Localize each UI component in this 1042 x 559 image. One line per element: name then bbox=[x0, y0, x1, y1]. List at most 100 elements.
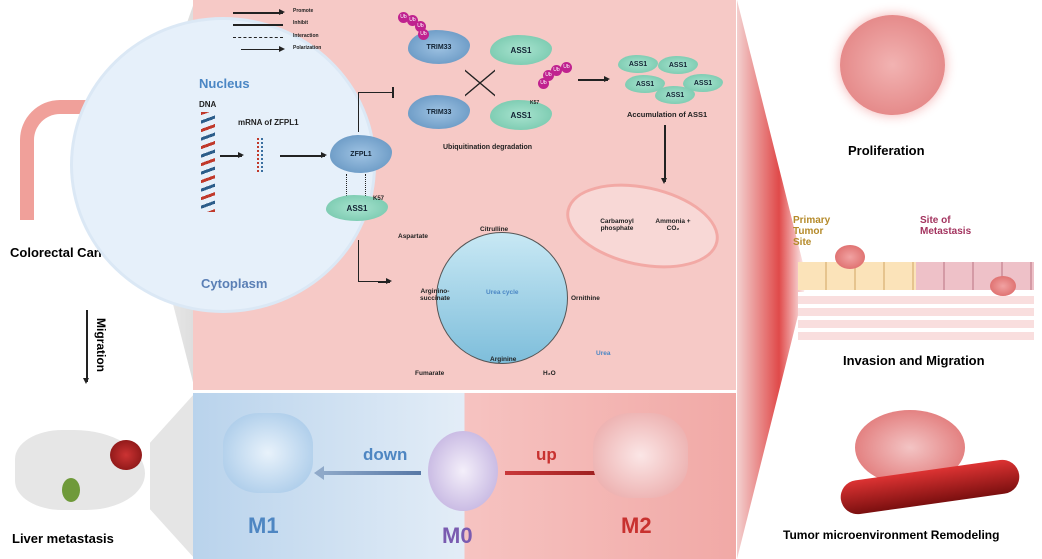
colorectal-cancer-label: Colorectal Cancer bbox=[10, 245, 122, 260]
mrna-to-zfpl1-arrow bbox=[280, 152, 327, 158]
zfpl1-protein: ZFPL1 bbox=[330, 135, 392, 173]
m1-label: M1 bbox=[248, 513, 279, 538]
promote-urea-arrow bbox=[378, 278, 392, 284]
ass1-cluster: ASS1 bbox=[683, 74, 723, 92]
ub-icon: Ub bbox=[543, 70, 554, 81]
legend-interaction: Interaction bbox=[293, 33, 319, 39]
m2-label: M2 bbox=[621, 513, 652, 538]
legend-inhibit-line bbox=[233, 24, 283, 26]
ub-icon: Ub bbox=[415, 21, 426, 32]
ass1-label: ASS1 bbox=[668, 61, 688, 69]
ass1-label: ASS1 bbox=[346, 203, 368, 213]
gallbladder-icon bbox=[62, 478, 80, 502]
migration-label: Migration bbox=[94, 318, 108, 372]
exchange-arrows bbox=[465, 66, 495, 100]
mechanism-panel: Promote Inhibit Interaction Polarization… bbox=[73, 0, 736, 390]
trim33-label: TRIM33 bbox=[426, 43, 452, 51]
down-arrowhead bbox=[314, 466, 324, 480]
ub-icon: Ub bbox=[538, 78, 549, 89]
urea-cycle-circle bbox=[436, 232, 568, 364]
epithelium-metastasis bbox=[916, 262, 1034, 290]
ornithine-label: Ornithine bbox=[571, 295, 600, 302]
k57-label: K57 bbox=[530, 100, 540, 106]
fumarate-label: Fumarate bbox=[415, 370, 445, 377]
down-label: down bbox=[363, 445, 408, 464]
accumulation-down-arrow bbox=[661, 125, 667, 184]
tme-label: Tumor microenvironment Remodeling bbox=[783, 528, 1000, 542]
nucleus bbox=[73, 20, 373, 310]
migration-arrow bbox=[83, 310, 89, 384]
legend-polarization-arrow bbox=[241, 46, 285, 52]
proliferation-icon bbox=[840, 15, 945, 115]
macrophage-panel: M1 down M0 up M2 bbox=[193, 393, 736, 559]
mrna-icon bbox=[257, 138, 263, 172]
trim33-protein-bottom: TRIM33 bbox=[408, 95, 470, 129]
ass1-protein-ubiquitinated: ASS1 bbox=[490, 100, 552, 130]
ub-icon: Ub bbox=[551, 65, 562, 76]
accumulation-arrow bbox=[578, 76, 610, 82]
ass1-protein-bound: ASS1 bbox=[326, 195, 388, 221]
invasion-label: Invasion and Migration bbox=[843, 353, 985, 368]
interaction-dotted bbox=[346, 174, 366, 196]
ub-icon: Ub bbox=[407, 15, 418, 26]
ass1-label: ASS1 bbox=[628, 60, 648, 68]
ass1-cluster: ASS1 bbox=[618, 55, 658, 73]
legend-promote-arrow bbox=[233, 9, 285, 15]
connector-right bbox=[737, 0, 807, 559]
nucleus-label: Nucleus bbox=[199, 76, 250, 91]
h2o-label: H₂O bbox=[543, 370, 556, 377]
k57-label: K57 bbox=[373, 196, 385, 202]
connector-left-bottom bbox=[150, 393, 195, 559]
ass1-label: ASS1 bbox=[693, 79, 713, 87]
ub-icon: Ub bbox=[561, 62, 572, 73]
m1-cluster-icon bbox=[223, 413, 313, 493]
inhibit-bar bbox=[392, 87, 394, 98]
ubiquitination-label: Ubiquitination degradation bbox=[443, 144, 533, 151]
arginine-label: Arginine bbox=[490, 356, 517, 363]
down-arrow bbox=[321, 471, 421, 475]
dna-label: DNA bbox=[199, 100, 217, 109]
invading-cells bbox=[835, 245, 865, 269]
legend-polarization: Polarization bbox=[293, 45, 322, 51]
ass1-label: ASS1 bbox=[510, 45, 532, 55]
zfpl1-label: ZFPL1 bbox=[350, 150, 372, 158]
liver-metastasis-label: Liver metastasis bbox=[12, 531, 114, 546]
dna-helix-icon bbox=[201, 112, 215, 212]
dna-to-mrna-arrow bbox=[220, 152, 244, 158]
ass1-protein-top: ASS1 bbox=[490, 35, 552, 65]
urea-label: Urea bbox=[596, 350, 611, 357]
carbamoyl-label: Carbamoyl phosphate bbox=[600, 218, 634, 232]
stroma bbox=[798, 292, 1034, 340]
legend-interaction-line bbox=[233, 37, 283, 38]
proliferation-label: Proliferation bbox=[848, 143, 925, 158]
primary-tumor-label: Primary Tumor Site bbox=[793, 215, 831, 248]
mitochondrion bbox=[558, 170, 727, 282]
ub-icon: Ub bbox=[418, 29, 429, 40]
legend-promote: Promote bbox=[293, 8, 314, 14]
up-label: up bbox=[536, 445, 557, 464]
ass1-cluster: ASS1 bbox=[655, 86, 695, 104]
ammonia-label: Ammonia + CO₂ bbox=[655, 218, 691, 232]
ass1-label: ASS1 bbox=[510, 110, 532, 120]
ass1-label: ASS1 bbox=[665, 91, 685, 99]
cytoplasm-label: Cytoplasm bbox=[201, 276, 268, 291]
ass1-cluster: ASS1 bbox=[625, 75, 665, 93]
aspartate-label: Aspartate bbox=[398, 233, 428, 240]
inhibit-line bbox=[358, 92, 393, 132]
ub-icon: Ub bbox=[398, 12, 409, 23]
mrna-label: mRNA of ZFPL1 bbox=[238, 118, 299, 127]
argininosuccinate-label: Arginino- succinate bbox=[420, 288, 450, 302]
accumulation-label: Accumulation of ASS1 bbox=[627, 110, 708, 119]
up-arrow bbox=[505, 471, 605, 475]
legend-inhibit: Inhibit bbox=[293, 20, 308, 26]
ass1-cluster: ASS1 bbox=[658, 56, 698, 74]
promote-line bbox=[358, 240, 388, 282]
m0-label: M0 bbox=[442, 523, 473, 548]
metastasis-site-label: Site of Metastasis bbox=[920, 215, 972, 237]
urea-cycle-label: Urea cycle bbox=[486, 289, 519, 296]
trim33-label: TRIM33 bbox=[426, 108, 452, 116]
citrulline-label: Citrulline bbox=[480, 226, 509, 233]
metastatic-cells bbox=[990, 276, 1016, 296]
ass1-label: ASS1 bbox=[635, 80, 655, 88]
m0-macrophage-icon bbox=[428, 431, 498, 511]
